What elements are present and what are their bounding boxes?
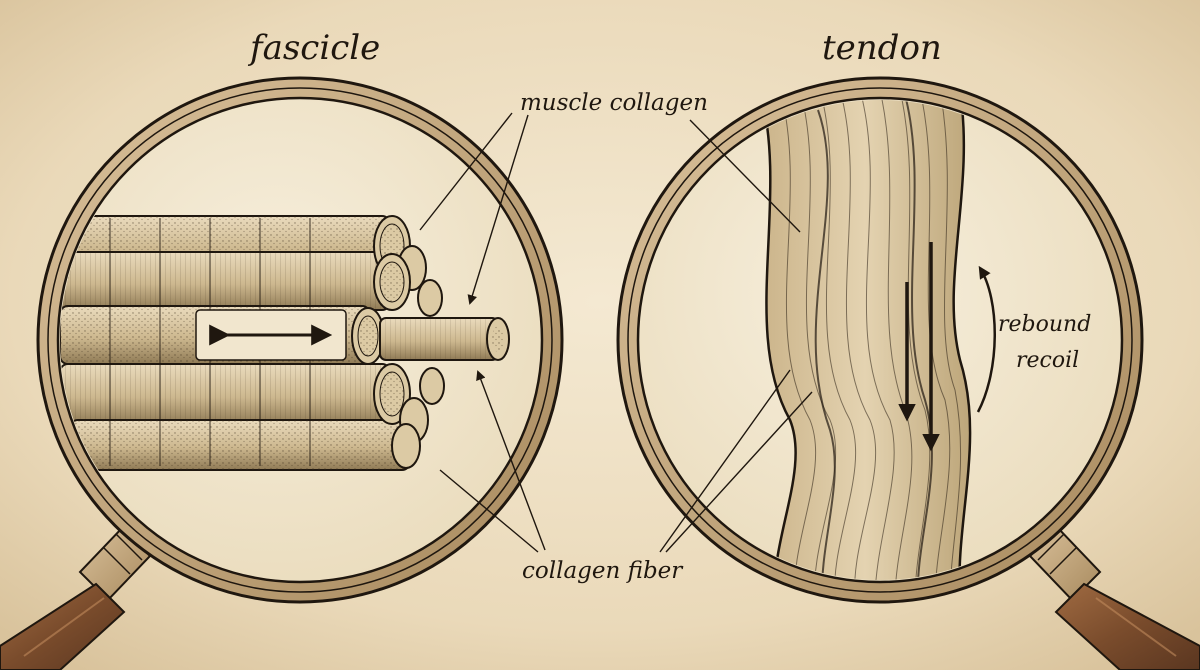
leader-collagen-fiber-to-bundle [439, 469, 539, 553]
collagen-fiber-label: collagen fiber [522, 558, 683, 584]
tendon-body [758, 100, 972, 580]
right-magnifier-handle [1028, 526, 1200, 670]
rebound-label: rebound [998, 312, 1092, 337]
leader-collagen-fiber-to-tendon-a [659, 369, 791, 553]
callout-lines [419, 112, 813, 553]
recoil-label: recoil [1016, 348, 1080, 373]
leader-collagen-fiber-to-fiber [476, 370, 546, 551]
fascicle-cut-ends [351, 215, 445, 469]
leader-muscle-collagen-to-fiber [467, 114, 529, 305]
fascicle-bundle [60, 215, 510, 471]
muscle-collagen-label: muscle collagen [520, 90, 708, 116]
leader-muscle-collagen-to-tendon [689, 119, 801, 233]
left-magnifier-handle [0, 526, 152, 670]
leader-collagen-fiber-to-tendon-b [665, 391, 813, 553]
fascicle-title: fascicle [250, 28, 381, 68]
tendon-title: tendon [822, 28, 942, 68]
rebound-curved-arrow [976, 265, 996, 413]
protruding-collagen-fiber [379, 317, 510, 361]
left-magnifier [0, 76, 564, 670]
right-magnifier [616, 76, 1200, 670]
leader-muscle-collagen-to-fascicle [419, 112, 513, 231]
